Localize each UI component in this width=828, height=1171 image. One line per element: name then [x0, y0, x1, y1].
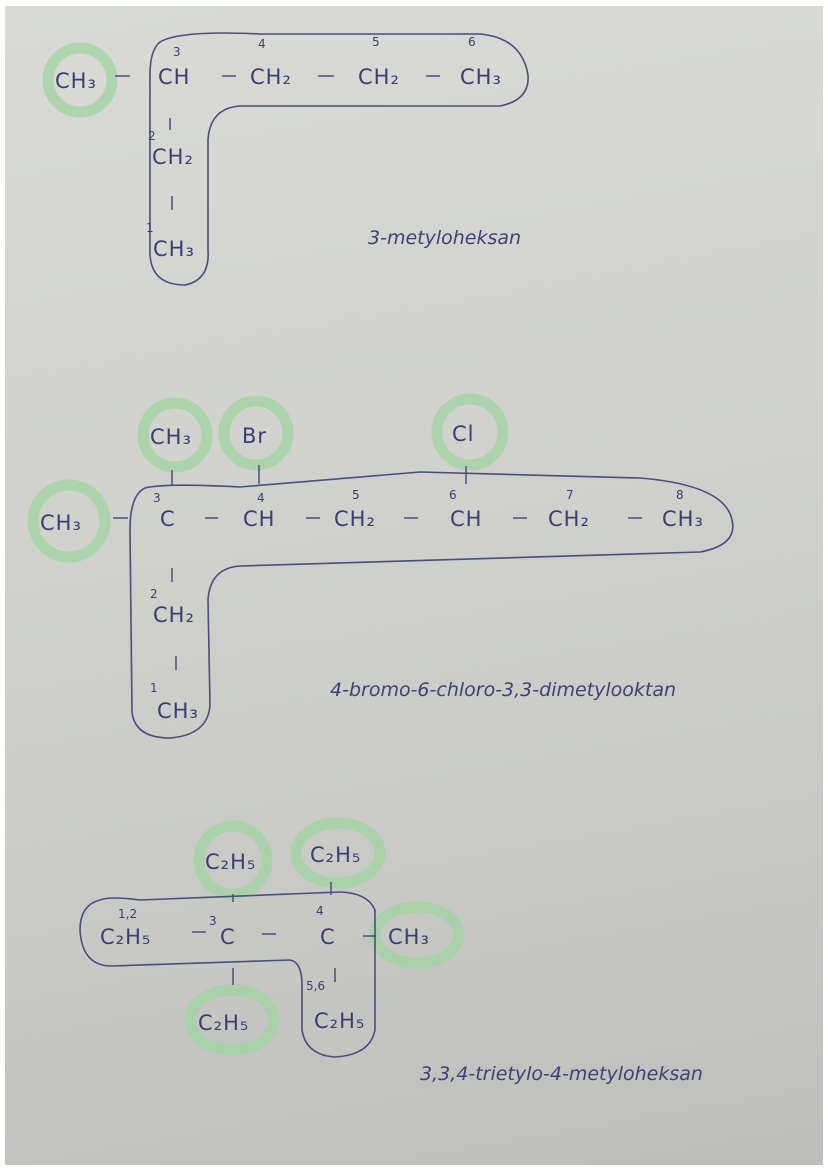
compound-name: 3,3,4-trietylo-4-metyloheksan: [420, 1063, 703, 1085]
carbon-number: 2: [148, 129, 156, 143]
substituent-label: CH₃: [55, 69, 97, 93]
carbon-label: CH₂: [153, 603, 195, 627]
carbon-number: 8: [676, 488, 684, 502]
substituent-label: C₂H₅: [198, 1011, 249, 1035]
carbon-label: C: [220, 925, 236, 949]
highlight-ring: [431, 393, 509, 471]
main-chain-outline: [79, 891, 376, 1058]
main-chain-outline: [149, 32, 529, 286]
molecule-2: CH₃ Br Cl CH₃ 3 C 4 CH 5 CH₂ 6 CH 7 CH₂ …: [27, 393, 734, 739]
carbon-number: 1: [150, 681, 158, 695]
carbon-number: 7: [566, 488, 574, 502]
carbon-label: CH₃: [460, 65, 502, 89]
highlight-ring: [184, 984, 280, 1056]
carbon-label: C₂H₅: [100, 925, 151, 949]
carbon-number: 4: [257, 491, 265, 505]
highlight-ring: [218, 395, 294, 471]
carbon-label: CH₂: [250, 65, 292, 89]
highlight-ring: [137, 397, 213, 473]
substituent-label: CH₃: [150, 425, 192, 449]
carbon-number: 6: [468, 35, 476, 49]
highlight-ring: [42, 42, 118, 118]
main-chain-outline: [129, 471, 734, 739]
substituent-label: Cl: [452, 422, 475, 446]
highlight-ring: [27, 479, 111, 563]
molecule-1: CH₃ 3 CH 4 CH₂ 5 CH₂ 6 CH₃ 2 CH₂ 1 CH₃ 3…: [42, 32, 529, 286]
carbon-number: 1: [146, 221, 154, 235]
carbon-number: 3: [173, 45, 181, 59]
compound-name: 3-metyloheksan: [368, 227, 521, 249]
substituent-label: CH₃: [40, 511, 82, 535]
carbon-label: C: [160, 507, 176, 531]
paper-sheet: [5, 6, 823, 1165]
carbon-label: CH₂: [358, 65, 400, 89]
carbon-number: 2: [150, 587, 158, 601]
carbon-number: 3: [209, 914, 217, 928]
carbon-label: CH₃: [662, 507, 704, 531]
substituent-label: C₂H₅: [310, 843, 361, 867]
carbon-label: CH₃: [157, 699, 199, 723]
carbon-number: 5,6: [306, 979, 325, 993]
carbon-label: CH₂: [548, 507, 590, 531]
carbon-label: CH₂: [152, 145, 194, 169]
carbon-number: 6: [449, 488, 457, 502]
substituent-label: Br: [242, 424, 267, 448]
carbon-number: 4: [258, 37, 266, 51]
substituent-label: C₂H₅: [205, 850, 256, 874]
compound-name: 4-bromo-6-chloro-3,3-dimetylooktan: [330, 679, 676, 701]
carbon-number: 5: [352, 488, 360, 502]
carbon-label: CH₂: [334, 507, 376, 531]
molecule-3: C₂H₅ C₂H₅ CH₃ C₂H₅ 1,2 C₂H₅ 3 C 4 C 5,6 …: [79, 817, 703, 1085]
carbon-label: CH₃: [153, 237, 195, 261]
carbon-label: C: [320, 925, 336, 949]
carbon-label: CH: [450, 507, 482, 531]
carbon-label: CH: [243, 507, 275, 531]
highlight-ring: [290, 817, 386, 889]
substituent-label: CH₃: [388, 925, 430, 949]
carbon-label: C₂H₅: [314, 1009, 365, 1033]
carbon-label: CH: [158, 65, 190, 89]
carbon-number: 3: [153, 491, 161, 505]
carbon-number: 4: [316, 904, 324, 918]
carbon-number: 5: [372, 35, 380, 49]
carbon-number: 1,2: [118, 907, 137, 921]
